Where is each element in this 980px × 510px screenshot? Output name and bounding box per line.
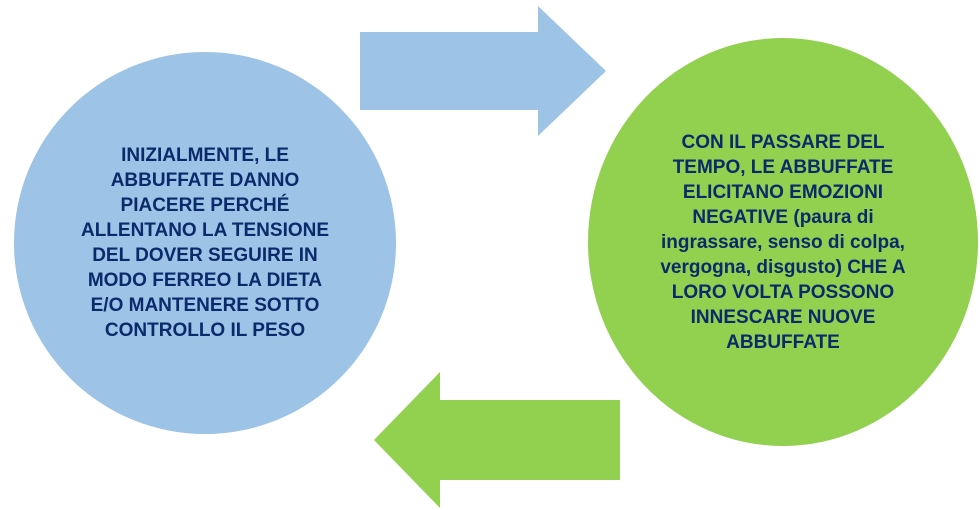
left-circle-text: INIZIALMENTE, LE ABBUFFATE DANNO PIACERE… (80, 145, 330, 341)
right-circle-text: CON IL PASSARE DEL TEMPO, LE ABBUFFATE E… (660, 131, 906, 353)
right-arrow-icon (360, 6, 606, 136)
left-circle-initial-pleasure: INIZIALMENTE, LE ABBUFFATE DANNO PIACERE… (14, 52, 396, 434)
right-circle-negative-emotions: CON IL PASSARE DEL TEMPO, LE ABBUFFATE E… (588, 38, 978, 446)
right-arrow-shape (360, 6, 606, 136)
left-arrow-shape (374, 372, 620, 508)
left-arrow-icon (374, 372, 620, 508)
